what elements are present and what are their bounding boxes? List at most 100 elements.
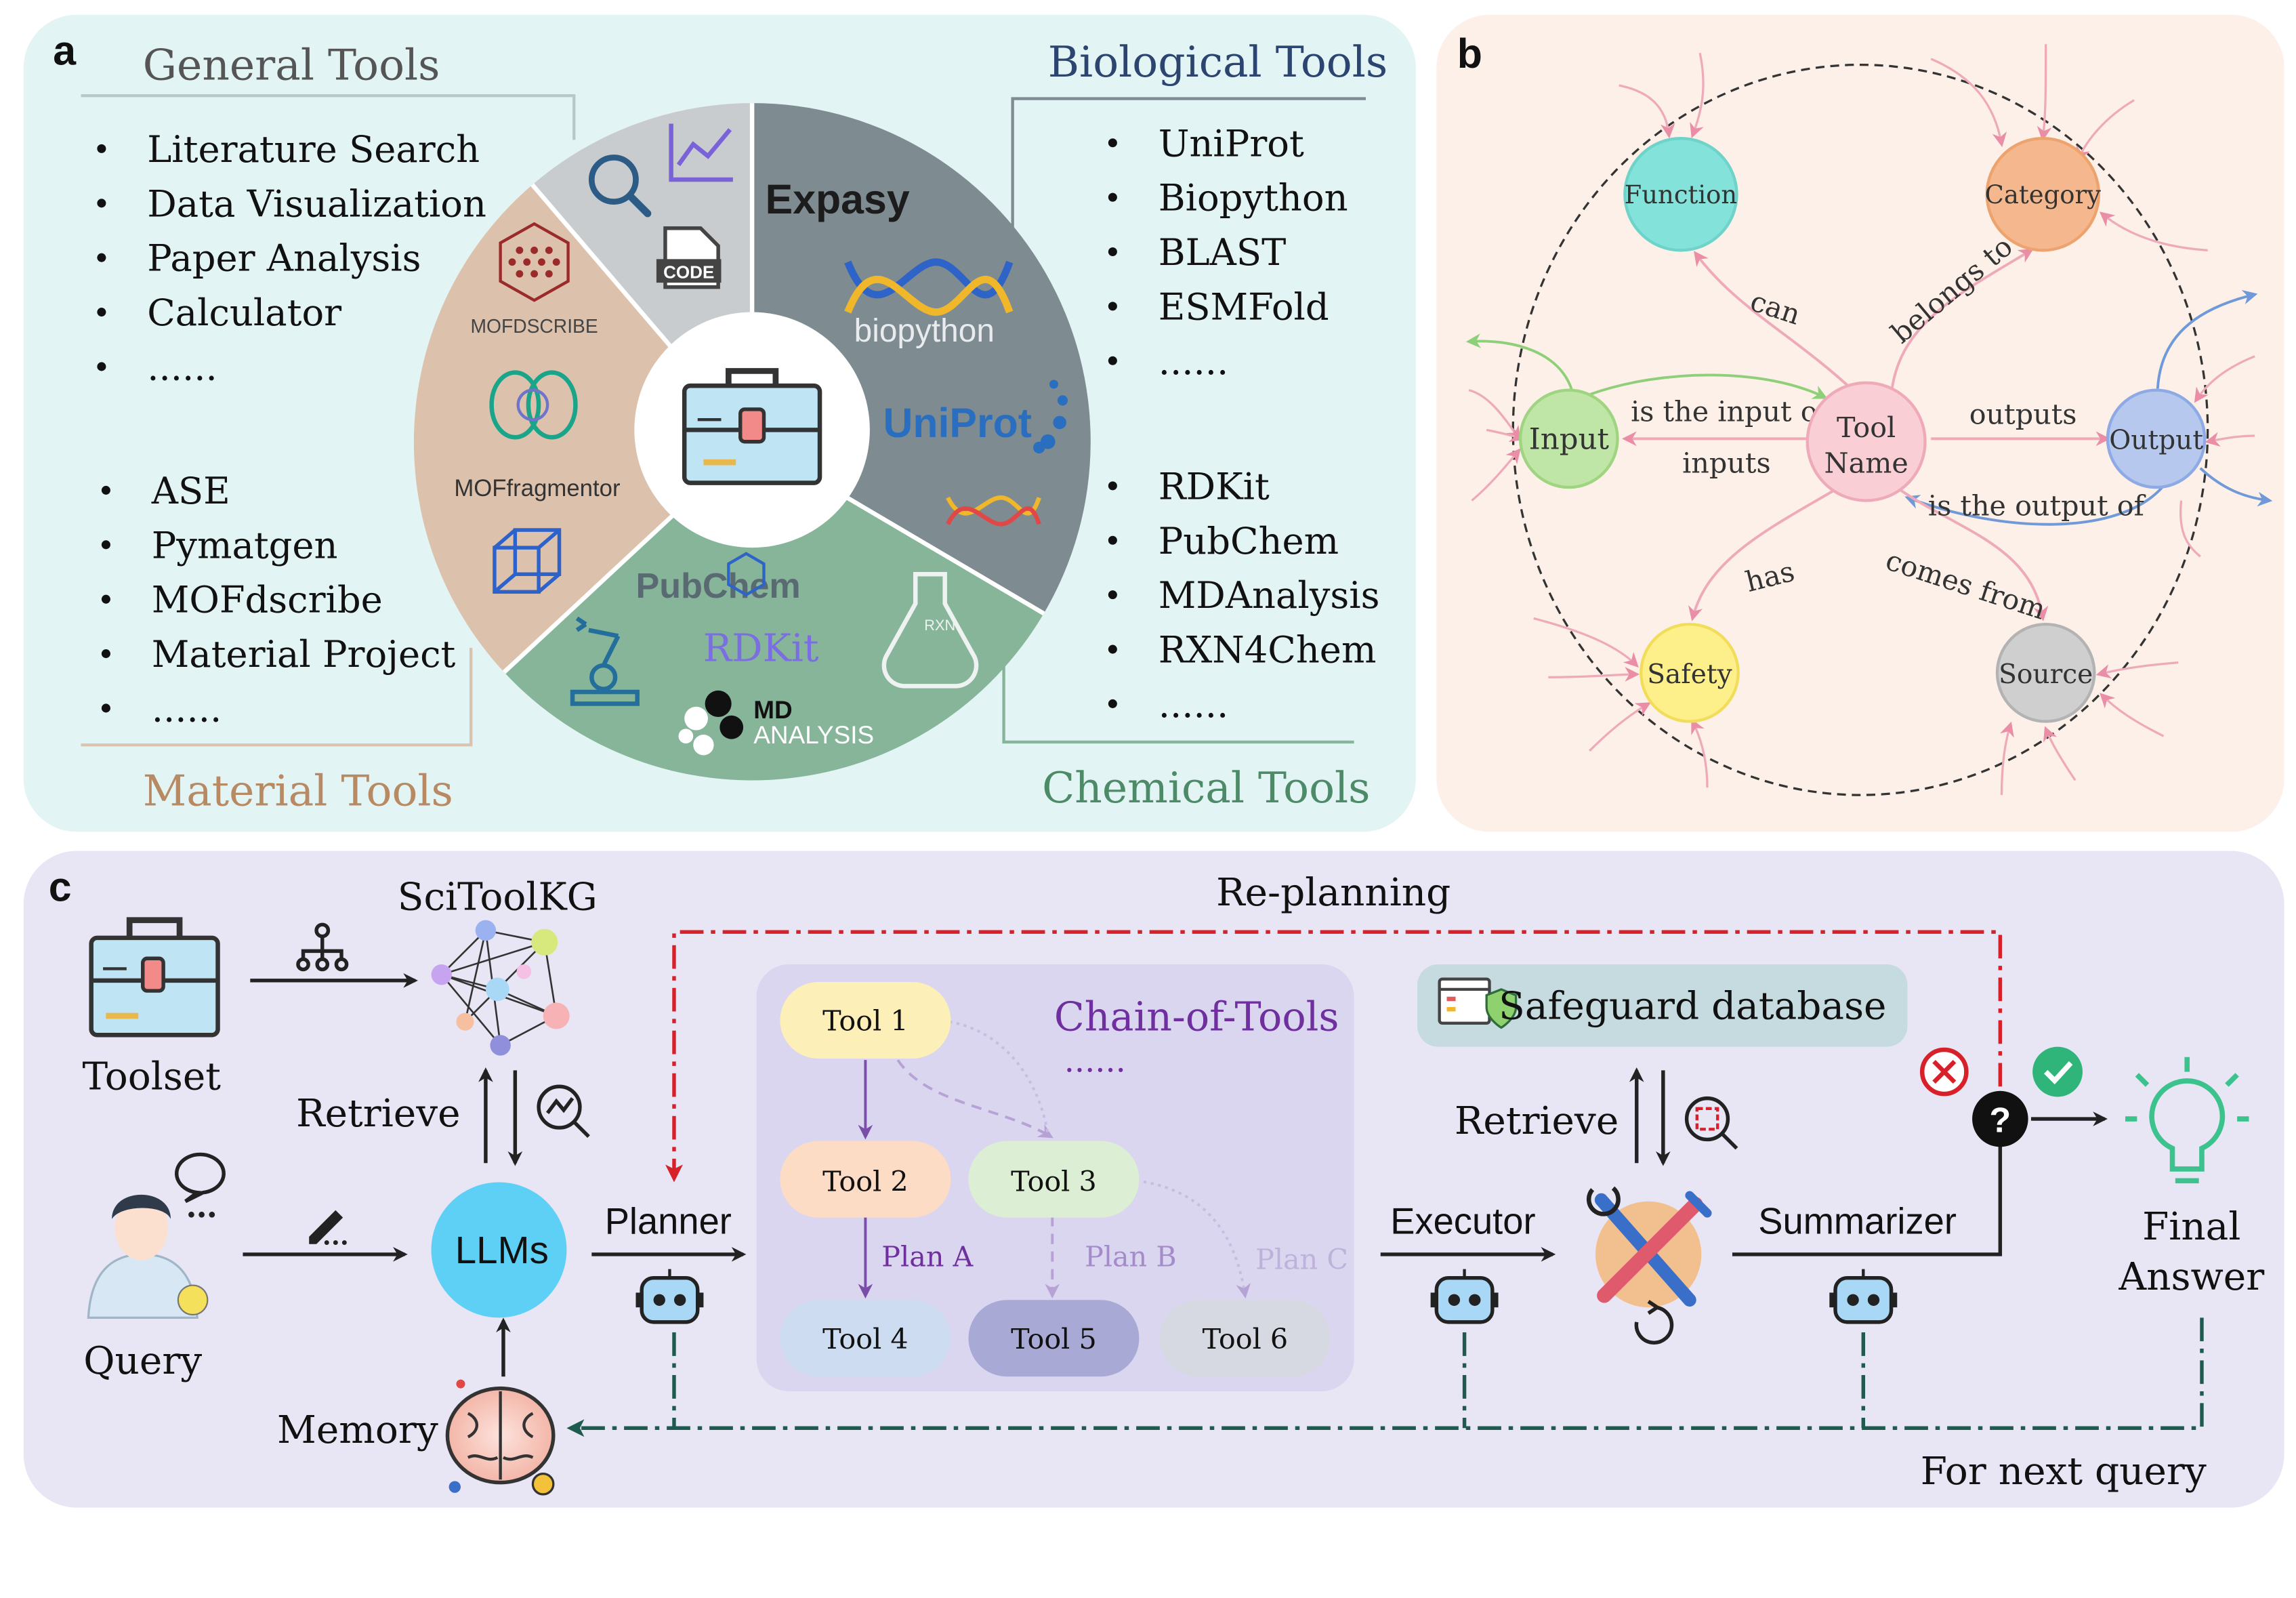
final-answer-line-2: Answer [2118,1255,2264,1299]
panel-c-letter: c [49,864,72,910]
list-item: RXN4Chem [1159,629,1377,672]
list-item: ...... [147,346,217,388]
safeguard-database-label: Safeguard database [1499,984,1886,1028]
md-analysis-logo: MD ANALYSIS [678,690,874,756]
svg-text:Tool 3: Tool 3 [1011,1166,1097,1198]
tool-node [780,1300,951,1377]
llm-label: LLMs [455,1229,549,1271]
list-item: Paper Analysis [147,237,421,280]
pubchem-logo: PubChem [635,567,800,606]
svg-text:Category: Category [1985,180,2101,209]
node-source: Source [1995,622,2096,723]
plan-c-label: Plan C [1255,1244,1348,1276]
tool-node [1159,1300,1331,1377]
general-tools-bracket [81,94,576,140]
list-item: ...... [1159,340,1229,383]
edge-label-outputs: outputs [1969,398,2077,431]
svg-text:Input: Input [1529,423,1610,457]
replanning-arrow [665,930,2003,1183]
tool-node [780,982,951,1059]
uniprot-logo: UniProt [883,400,1032,446]
moffragmentor-label: MOFfragmentor [454,476,620,501]
panel-b: b [1436,14,2284,832]
replanning-label: Re-planning [1216,871,1450,915]
panel-c: c Toolset SciToolKG [23,851,2284,1508]
query-label: Query [83,1339,202,1383]
svg-text:Tool 4: Tool 4 [822,1323,909,1355]
panel-a: a General Tools Literature Search Data V… [23,14,1416,832]
moffragmentor-logo: MOFfragmentor [454,370,621,501]
list-item: PubChem [1159,520,1339,562]
chat-bubble-icon [175,1152,226,1218]
knowledge-graph-icon [431,920,570,1056]
svg-text:Tool 5: Tool 5 [1011,1323,1097,1355]
analysis-label: ANALYSIS [753,721,874,749]
executor-label: Executor [1390,1201,1535,1242]
plan-labels: Plan A Plan B Plan C [881,1240,1348,1275]
chemical-tools-bracket [1002,647,1354,744]
chain-ellipsis: ...... [1064,1043,1126,1080]
svg-text:Tool 2: Tool 2 [822,1166,909,1198]
material-tools-bracket [81,647,473,747]
next-query-label: For next query [1921,1450,2207,1494]
edge-has [1688,487,1838,621]
graph-search-icon [537,1084,590,1139]
safety-search-icon [1684,1096,1738,1150]
plan-b-label: Plan B [1085,1240,1177,1273]
edge-comes-from [1898,487,2049,621]
graph-nodes: Function Category Input Tool Name Output [1518,137,2207,723]
list-item: RDKit [1159,465,1270,508]
md-label: MD [753,696,792,724]
wrench-screwdriver-icon [1586,1186,1712,1345]
dna-helix-icon [844,258,1014,316]
summarizer-label: Summarizer [1758,1201,1957,1242]
chemical-tools-list: RDKit PubChem MDAnalysis RXN4Chem ...... [1108,465,1380,726]
list-item: Pymatgen [152,524,338,567]
svg-text:Tool: Tool [1837,411,1896,444]
tool-node [968,1300,1140,1377]
node-input: Input [1518,388,1619,489]
search-icon [588,155,652,218]
list-item: MOFdscribe [152,579,383,621]
material-tools-list: ASE Pymatgen MOFdscribe Material Project… [101,470,456,730]
scitoolkg-label: SciToolKG [398,876,598,920]
tool-node [780,1141,951,1218]
rdkit-logo: RDKit [703,626,819,670]
biological-tools-title: Biological Tools [1048,37,1387,87]
chain-of-tools-title: Chain-of-Tools [1054,994,1339,1040]
external-relations [1468,44,2255,796]
plan-a-label: Plan A [881,1240,974,1273]
planner-robot-icon [635,1269,704,1324]
svg-text:Safety: Safety [1647,659,1732,690]
list-item: ...... [1159,683,1229,726]
node-output: Output [2106,388,2207,489]
scientist-avatar [87,1194,209,1319]
toolset-icon [89,917,220,1038]
list-item: ESMFold [1159,285,1329,328]
node-function: Function [1623,137,1738,252]
toolset-label: Toolset [83,1055,222,1099]
summarizer-robot-icon [1829,1269,1898,1324]
crystal-lattice-icon [493,528,562,594]
list-item: MDAnalysis [1159,574,1380,617]
dna-small-icon [946,495,1041,527]
chain-edges [858,1020,1251,1299]
list-item: Data Visualization [147,182,486,225]
brain-icon [445,1379,556,1496]
toolbox-icon [682,368,822,485]
memory-label: Memory [277,1408,438,1452]
safeguard-database-box [1417,964,1908,1047]
planner-label: Planner [605,1201,732,1242]
svg-text:Tool 1: Tool 1 [822,1005,909,1038]
list-item: Biopython [1159,177,1348,220]
svg-text:?: ? [1989,1101,2011,1141]
list-item: Literature Search [147,128,480,171]
list-item: ASE [151,470,230,512]
list-item: Material Project [152,633,456,676]
database-shield-icon [1438,977,1518,1029]
list-item: UniProt [1159,122,1304,165]
biological-tools-bracket [1011,97,1366,236]
mofdscribe-label: MOFDSCRIBE [470,315,598,337]
tool-wheel: CODE MOFDSCRIBE MOFfragmentor [413,103,1091,781]
